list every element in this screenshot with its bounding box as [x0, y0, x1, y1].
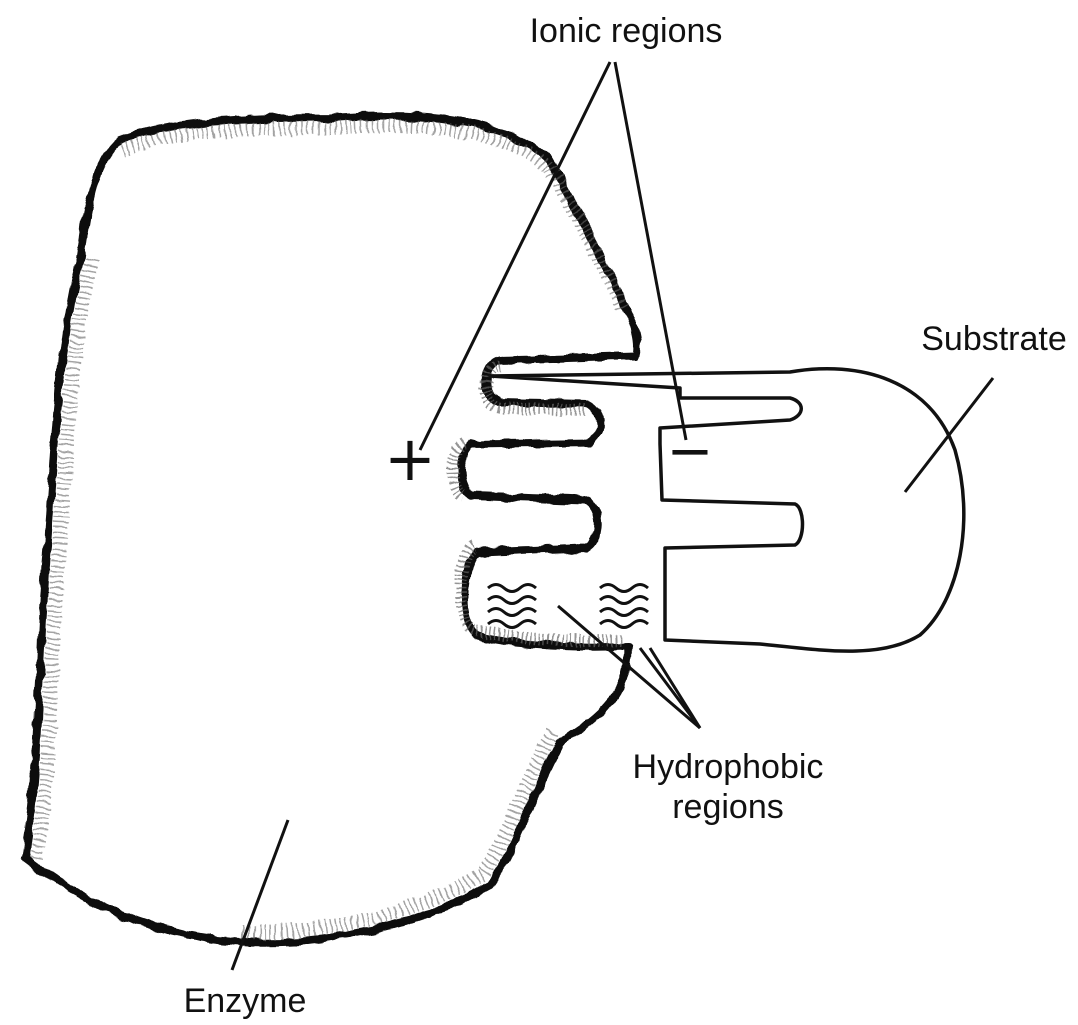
hydrophobic-label-line1: Hydrophobic	[633, 748, 824, 786]
hydrophobic-leader-3	[650, 648, 700, 728]
substrate-label: Substrate	[921, 320, 1067, 358]
negative-charge-sign: −	[667, 419, 714, 484]
hydrophobic-label-line2: regions	[672, 788, 784, 826]
enzyme-shape	[25, 116, 637, 942]
positive-charge-sign: +	[384, 422, 436, 495]
hydrophobic-waves-enzyme	[488, 585, 536, 628]
ionic-regions-label: Ionic regions	[530, 12, 723, 50]
enzyme-label: Enzyme	[184, 982, 307, 1020]
hydrophobic-waves-substrate	[600, 585, 648, 628]
